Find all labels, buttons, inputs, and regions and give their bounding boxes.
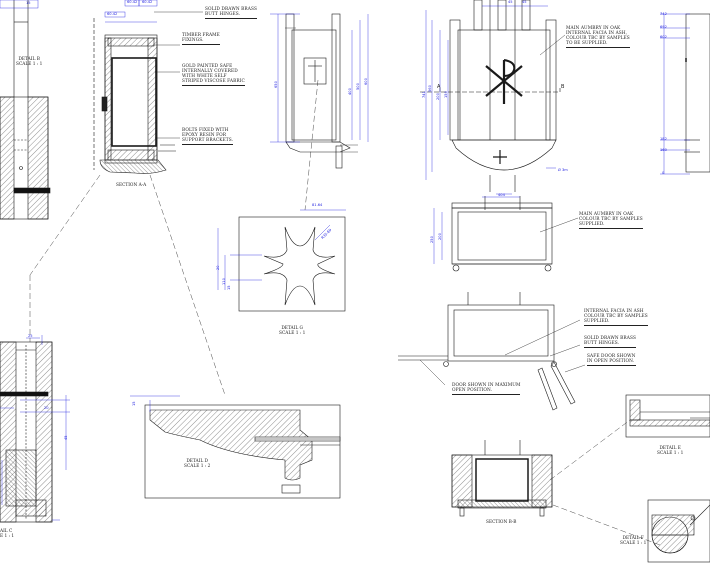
section-aa-view (93, 0, 203, 174)
caption-detail-g: DETAIL G SCALE 1 : 1 (279, 326, 306, 336)
caption-detail-f: DETAIL F SCALE 1 : 1 (620, 536, 647, 546)
caption-detail-b: DETAIL B SCALE 1 : 1 (16, 57, 43, 67)
section-bb-view (451, 440, 553, 517)
dim-front-r3m: Ø 3m (558, 168, 568, 172)
dim-side-500: 500 (356, 83, 360, 90)
dim-plan-250: 250 (430, 236, 434, 243)
dim-g-15: 15 (227, 285, 231, 290)
dim-right-692: 692 (660, 25, 667, 29)
caption-detail-c: AIL C E 1 : 1 (0, 529, 15, 539)
dim-d-15: 15 (132, 401, 136, 406)
detail-g-cross (217, 209, 346, 312)
dim-g-110: 110 (222, 278, 226, 285)
section-marker-b: B (561, 84, 565, 90)
dim-side-400: 400 (348, 88, 352, 95)
note-brass-hinges-top: SOLID DRAWN BRASS BUTT HINGES. (205, 7, 257, 19)
note-main-aumbry-oak: MAIN AUMBRY IN OAK COLOUR TBC BY SAMPLES… (579, 212, 643, 229)
dim-left-25: 25 (28, 334, 33, 338)
dim-plan-404: 404 (498, 193, 505, 197)
dim-top-left: 15 (26, 1, 31, 5)
note-safe-door-open: SAFE DOOR SHOWN IN OPEN POSITION. (587, 354, 636, 366)
caption-section-bb: SECTION B-B (486, 520, 517, 525)
dim-g-81: 81.64 (312, 203, 323, 207)
dim-front-200: 200 (436, 93, 440, 100)
note-bolts-epoxy: BOLTS FIXED WITH EPOXY RESIN FOR SUPPORT… (182, 128, 234, 145)
note-main-aumbry-ash: MAIN AUMBRY IN OAK INTERNAL FACIA IN ASH… (566, 26, 630, 48)
dim-front-45b: 45 (522, 0, 527, 4)
detail-d-bracket (130, 395, 341, 499)
caption-detail-e: DETAIL E SCALE 1 : 1 (657, 446, 684, 456)
detail-c-partial (0, 335, 70, 523)
dim-right-160: 160 (660, 148, 667, 152)
dim-right-0: 0 (662, 171, 665, 175)
dim-plan-200: 200 (438, 233, 442, 240)
dim-side-600: 600 (364, 78, 368, 85)
dim-right-182: 182 (660, 137, 667, 141)
dim-top-a: 60.42 (127, 0, 138, 4)
section-marker-a: A (437, 84, 441, 90)
dim-front-45a: 45 (508, 0, 513, 4)
note-gold-painted-safe: GOLD PAINTED SAFE INTERNALLY COVERED WIT… (182, 64, 245, 86)
caption-detail-d: DETAIL D SCALE 1 : 2 (184, 459, 211, 469)
dim-front-560: 560 (428, 85, 432, 92)
dim-right-742: 742 (660, 12, 667, 16)
dim-left-45: 45 (64, 435, 68, 440)
right-edge-partial-view (660, 13, 710, 175)
dim-front-741: 741 (422, 91, 426, 98)
plan-open-door-view (398, 292, 586, 411)
front-elevation-view (420, 0, 566, 195)
detail-f-view (647, 499, 710, 563)
note-brass-hinges-mid: SOLID DRAWN BRASS BUTT HINGES. (584, 336, 636, 348)
caption-section-aa: SECTION A-A (116, 183, 147, 188)
plan-view (433, 196, 579, 272)
note-internal-facia: INTERNAL FACIA IN ASH COLOUR TBC BY SAMP… (584, 309, 648, 326)
detail-b-partial (0, 0, 51, 220)
note-timber-frame-fixings: TIMBER FRAME FIXINGS. (182, 33, 220, 45)
dim-g-20: 20 (216, 265, 220, 270)
dim-right-602: 602 (660, 35, 667, 39)
dim-top-b: 60.42 (142, 0, 153, 4)
side-elevation-view (270, 13, 369, 169)
reference-leaders (29, 79, 661, 546)
dim-side-650: 650 (274, 81, 278, 88)
detail-e-view (625, 394, 710, 438)
dim-top-c: 60.42 (107, 12, 118, 16)
dim-front-150: 150 (444, 91, 448, 98)
dim-left-20: 20 (44, 406, 49, 410)
note-door-max-open: DOOR SHOWN IN MAXIMUM OPEN POSITION. (452, 383, 521, 395)
